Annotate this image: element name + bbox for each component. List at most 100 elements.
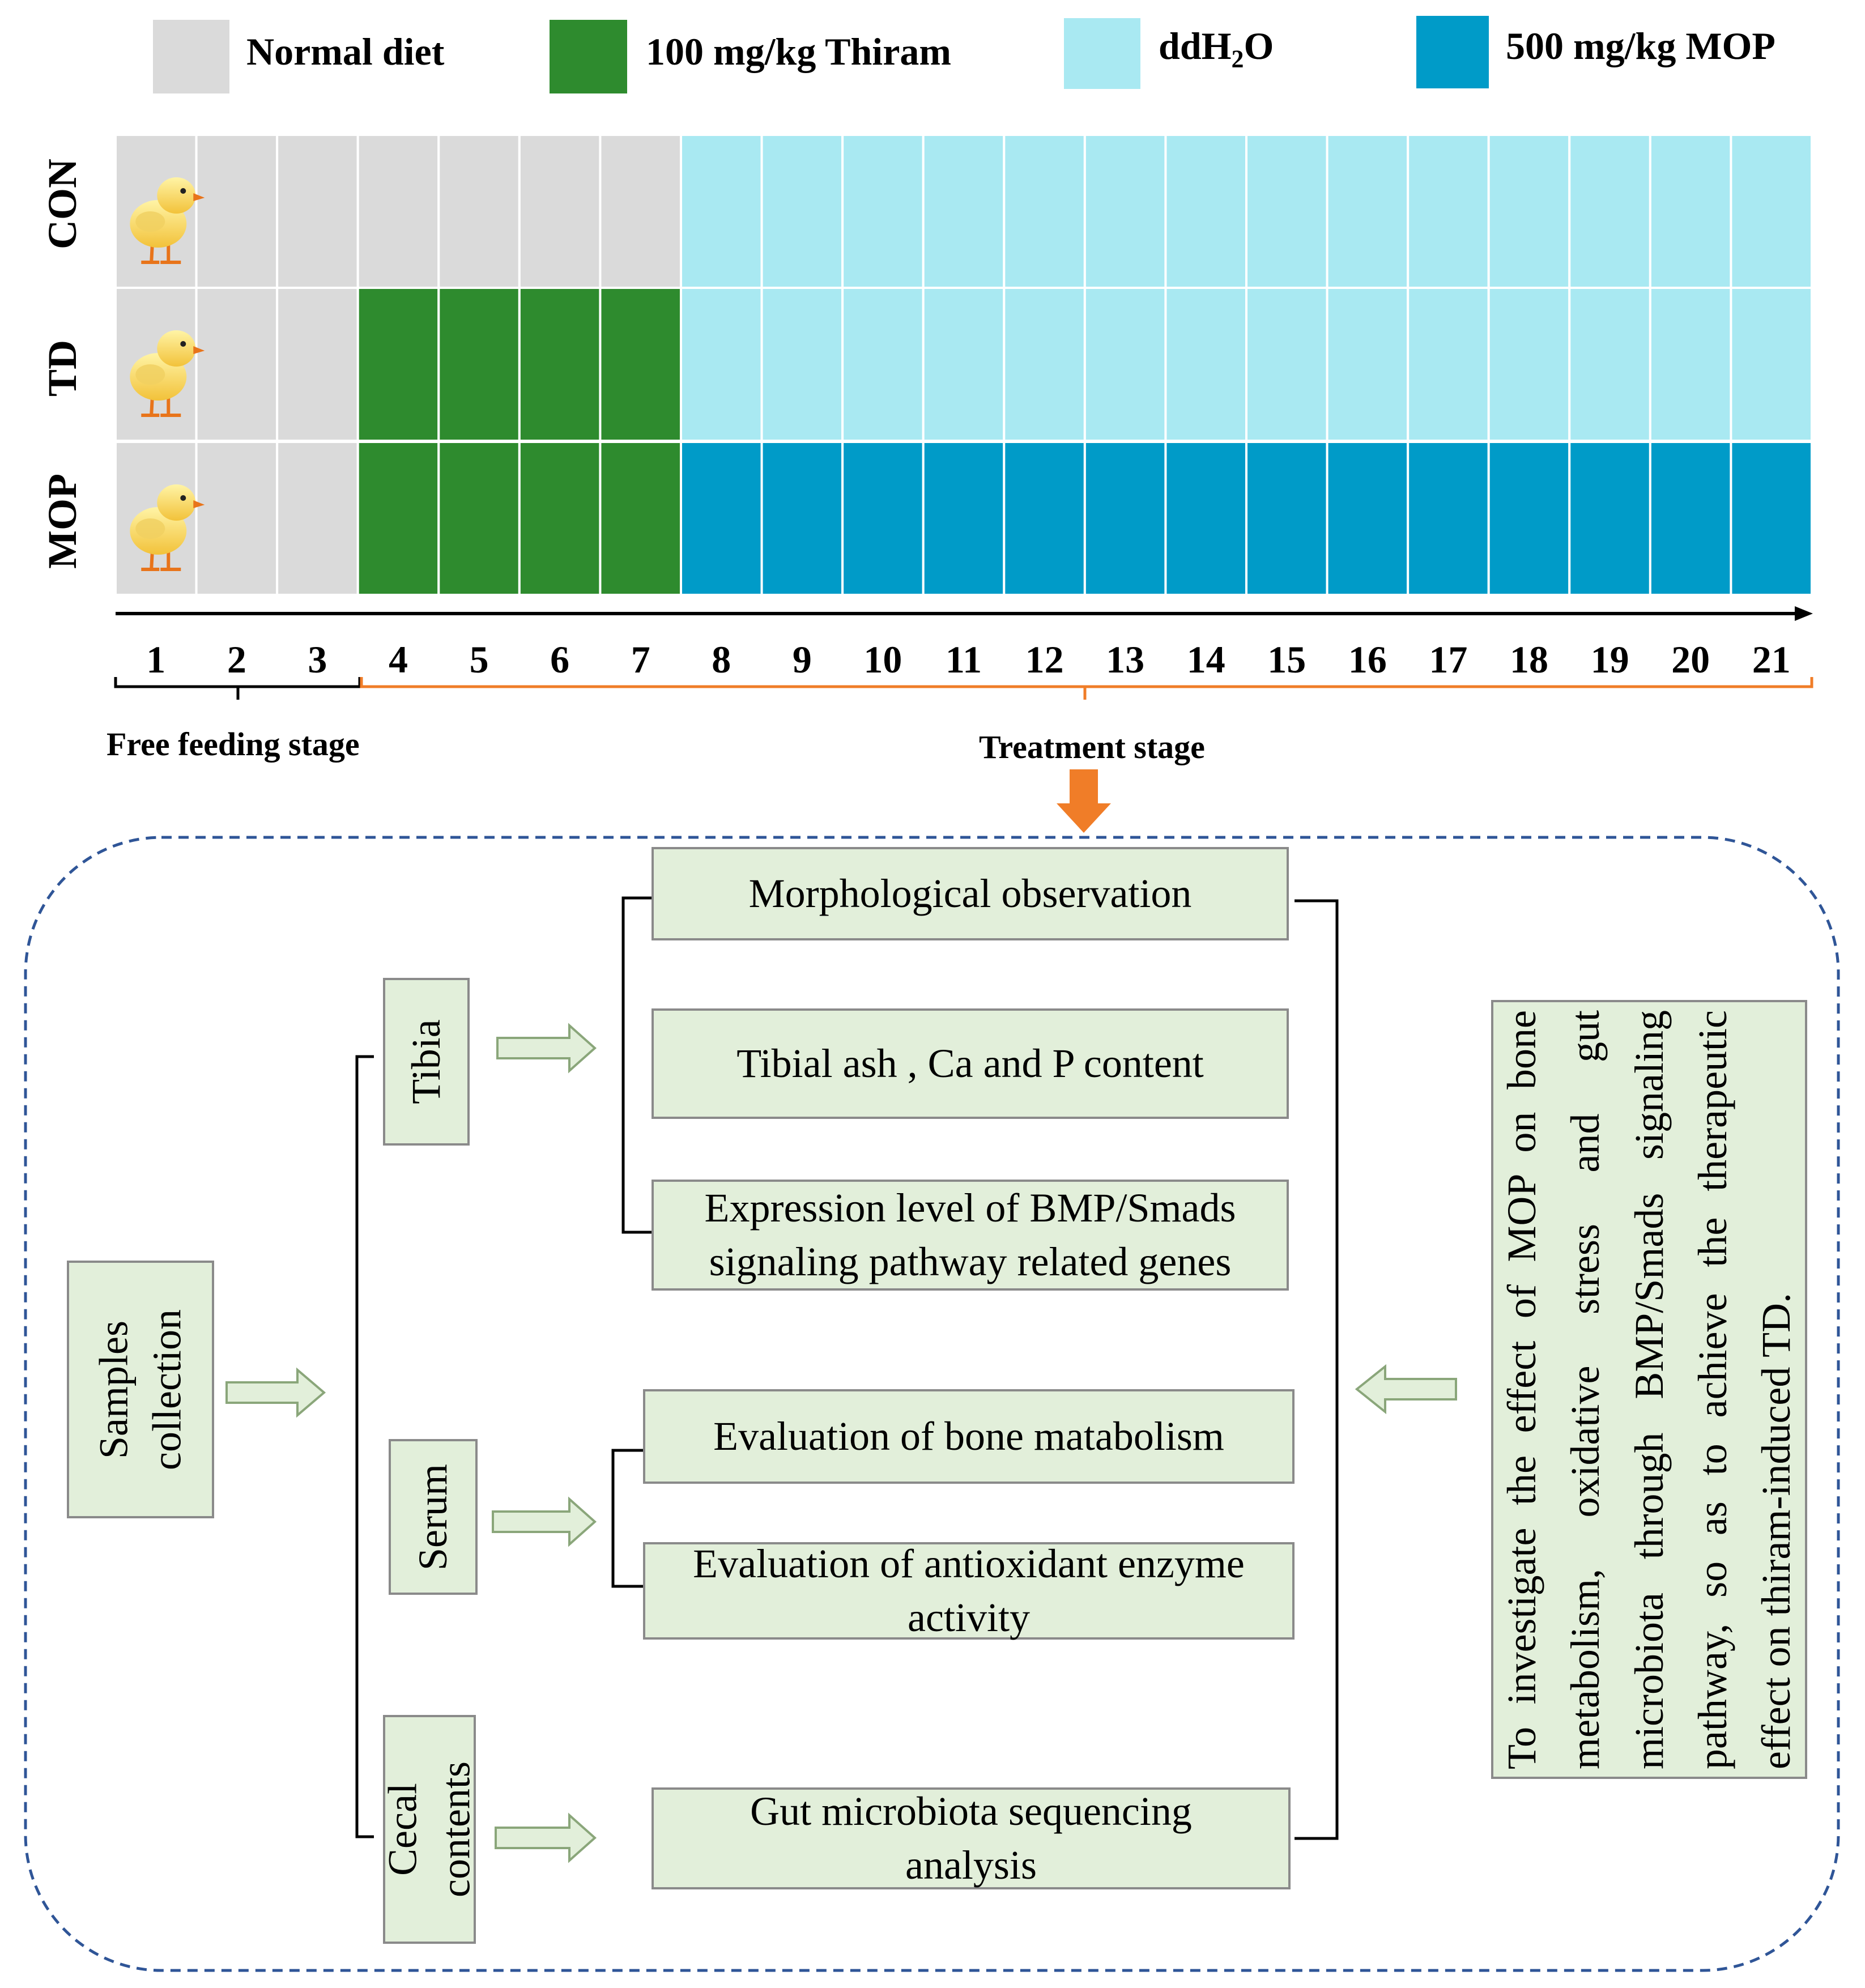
schedule-cell-td-day-20 bbox=[1649, 287, 1732, 442]
schedule-cell-con-day-2 bbox=[195, 134, 279, 289]
day-label-10: 10 bbox=[863, 638, 902, 681]
bracket-sample-branches bbox=[355, 1055, 374, 1838]
schedule-cell-td-day-15 bbox=[1245, 287, 1329, 442]
day-label-9: 9 bbox=[792, 638, 812, 681]
legend-label-normal-diet: Normal diet bbox=[246, 30, 445, 73]
arrow-serum bbox=[492, 1496, 597, 1547]
antioxidant-activity-box: Evaluation of antioxidant enzyme activit… bbox=[643, 1541, 1295, 1640]
schedule-cell-mop-day-14 bbox=[1164, 441, 1247, 596]
bmp-expression-line1: Expression level of BMP/Smads bbox=[704, 1185, 1236, 1231]
schedule-cell-con-day-17 bbox=[1407, 134, 1490, 289]
schedule-cell-mop-day-17 bbox=[1407, 441, 1490, 596]
hollow-arrows bbox=[225, 1023, 1457, 1863]
schedule-cell-mop-day-3 bbox=[276, 441, 359, 596]
day-label-12: 12 bbox=[1025, 638, 1064, 681]
schedule-cell-con-day-16 bbox=[1326, 134, 1410, 289]
schedule-cell-mop-day-16 bbox=[1326, 441, 1410, 596]
schedule-cell-td-day-2 bbox=[195, 287, 279, 442]
schedule-cell-td-day-4 bbox=[356, 287, 440, 442]
chick-icon bbox=[130, 330, 205, 417]
schedule-cell-con-day-8 bbox=[680, 134, 763, 289]
day-label-8: 8 bbox=[712, 638, 731, 681]
antioxidant-activity-line2: activity bbox=[908, 1595, 1030, 1640]
legend-swatch-water bbox=[1064, 18, 1140, 89]
bmp-expression-box: Expression level of BMP/Smads signaling … bbox=[652, 1180, 1289, 1291]
schedule-cell-td-day-7 bbox=[599, 287, 683, 442]
serum-text: Serum bbox=[410, 1463, 455, 1570]
schedule-cell-td-day-10 bbox=[841, 287, 925, 442]
schedule-cell-mop-day-10 bbox=[841, 441, 925, 596]
schedule-cell-mop-day-9 bbox=[760, 441, 844, 596]
orange-arrow-shaft bbox=[1070, 769, 1098, 803]
day-label-7: 7 bbox=[631, 638, 650, 681]
flow-container-border bbox=[24, 836, 1840, 1972]
bmp-expression-line2: signaling pathway related genes bbox=[709, 1239, 1232, 1284]
treatment-stage-bracket bbox=[360, 677, 1813, 688]
day-label-17: 17 bbox=[1429, 638, 1468, 681]
schedule-cell-con-day-19 bbox=[1568, 134, 1651, 289]
schedule-cell-td-day-6 bbox=[518, 287, 602, 442]
schedule-cell-td-day-12 bbox=[1003, 287, 1086, 442]
legend-label-thiram: 100 mg/kg Thiram bbox=[646, 30, 952, 73]
schedule-cell-td-day-19 bbox=[1568, 287, 1651, 442]
tibia-box: Tibia bbox=[383, 978, 470, 1146]
samples-collection-box: Samples collection bbox=[67, 1261, 214, 1518]
schedule-cell-con-day-21 bbox=[1730, 134, 1813, 289]
samples-collection-line1: Samples bbox=[91, 1320, 137, 1459]
schedule-cell-mop-day-20 bbox=[1649, 441, 1732, 596]
schedule-cell-mop-day-5 bbox=[437, 441, 521, 596]
day-label-19: 19 bbox=[1590, 638, 1629, 681]
schedule-cell-mop-day-19 bbox=[1568, 441, 1651, 596]
schedule-cell-td-day-13 bbox=[1083, 287, 1167, 442]
samples-collection-text: Samples collection bbox=[87, 1309, 193, 1470]
legend-swatch-normal-diet bbox=[153, 20, 229, 93]
chick-icon bbox=[130, 484, 205, 571]
antioxidant-activity-line1: Evaluation of antioxidant enzyme bbox=[693, 1540, 1245, 1586]
bone-metabolism-box: Evaluation of bone matabolism bbox=[643, 1389, 1295, 1484]
legend-label-water-main: ddH bbox=[1159, 24, 1232, 67]
day-label-16: 16 bbox=[1348, 638, 1387, 681]
arrow-cecal bbox=[495, 1812, 597, 1863]
free-feeding-stage-label: Free feeding stage bbox=[107, 726, 360, 763]
schedule-cell-mop-day-7 bbox=[599, 441, 683, 596]
bracket-tibia-assays bbox=[621, 896, 652, 1234]
day-label-2: 2 bbox=[227, 638, 246, 681]
day-label-15: 15 bbox=[1267, 638, 1306, 681]
schedule-cell-mop-day-12 bbox=[1003, 441, 1086, 596]
cecal-contents-box: Cecal contents bbox=[380, 1715, 478, 1944]
schedule-cell-td-day-18 bbox=[1487, 287, 1571, 442]
schedule-cell-con-day-9 bbox=[760, 134, 844, 289]
day-label-1: 1 bbox=[146, 638, 166, 681]
cecal-contents-line1: Cecal bbox=[380, 1783, 425, 1876]
day-label-20: 20 bbox=[1671, 638, 1710, 681]
legend-label-mop: 500 mg/kg MOP bbox=[1506, 24, 1775, 67]
legend-swatch-mop bbox=[1416, 16, 1489, 88]
day-label-4: 4 bbox=[389, 638, 408, 681]
schedule-cell-td-day-8 bbox=[680, 287, 763, 442]
schedule-cell-td-day-3 bbox=[276, 287, 359, 442]
serum-box: Serum bbox=[389, 1439, 478, 1595]
schedule-cell-con-day-18 bbox=[1487, 134, 1571, 289]
schedule-cell-con-day-11 bbox=[922, 134, 1006, 289]
schedule-cell-con-day-5 bbox=[437, 134, 521, 289]
day-label-18: 18 bbox=[1510, 638, 1548, 681]
schedule-cell-td-day-5 bbox=[437, 287, 521, 442]
schedule-cell-con-day-4 bbox=[356, 134, 440, 289]
bracket-assays-right bbox=[1295, 899, 1339, 1840]
schedule-cell-con-day-12 bbox=[1003, 134, 1086, 289]
cecal-contents-line2: contents bbox=[433, 1761, 478, 1897]
legend-label-water: ddH2O bbox=[1159, 24, 1274, 74]
schedule-cell-td-day-9 bbox=[760, 287, 844, 442]
schedule-cell-mop-day-18 bbox=[1487, 441, 1571, 596]
arrow-samples-to-branches bbox=[225, 1367, 326, 1418]
schedule-cell-con-day-3 bbox=[276, 134, 359, 289]
legend-label-water-sub: 2 bbox=[1231, 45, 1244, 73]
gut-microbiota-box: Gut microbiota sequencing analysis bbox=[652, 1787, 1291, 1889]
chick-icon bbox=[130, 177, 205, 264]
bracket-serum-assays bbox=[611, 1449, 643, 1588]
day-label-5: 5 bbox=[469, 638, 489, 681]
schedule-cell-mop-day-11 bbox=[922, 441, 1006, 596]
tibial-ash-box: Tibial ash , Ca and P content bbox=[652, 1008, 1289, 1119]
schedule-cell-con-day-20 bbox=[1649, 134, 1732, 289]
